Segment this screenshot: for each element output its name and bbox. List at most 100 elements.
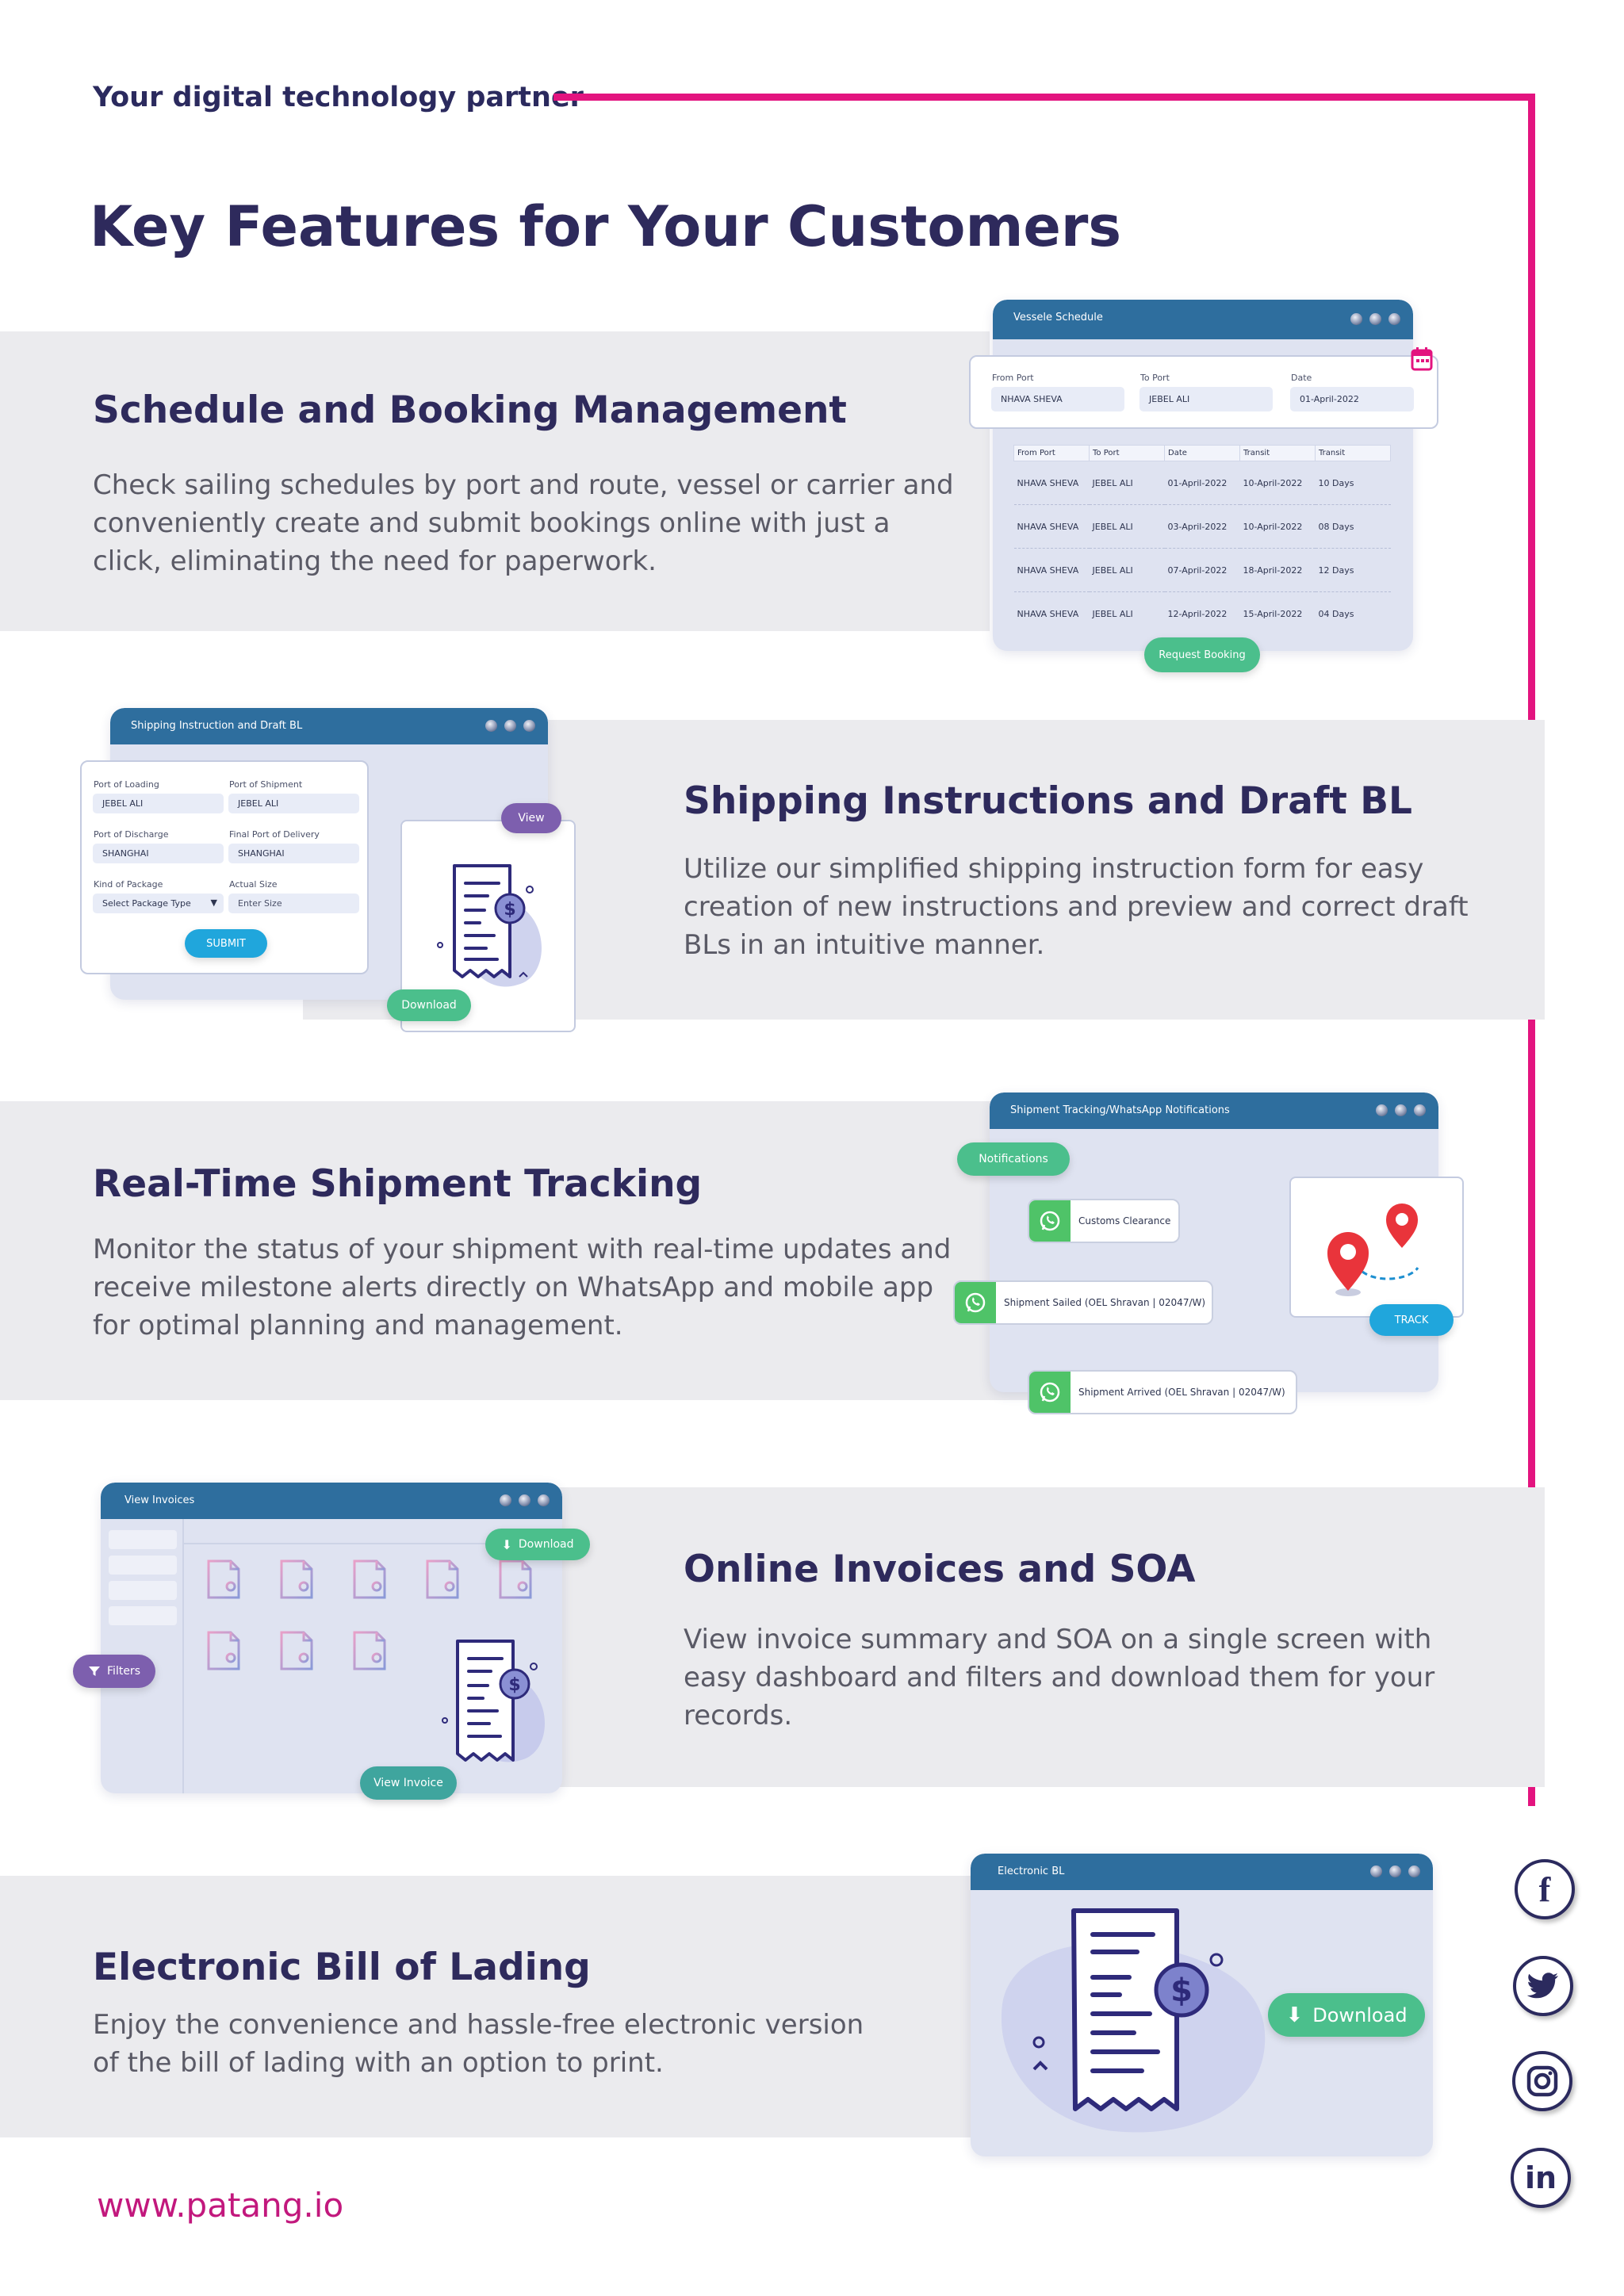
facebook-icon[interactable]: f	[1515, 1859, 1575, 1919]
window-titlebar: Shipment Tracking/WhatsApp Notifications	[990, 1093, 1438, 1129]
page-title: Key Features for Your Customers	[90, 194, 1122, 259]
from-port-input[interactable]: NHAVA SHEVA	[991, 387, 1124, 411]
table-cell: JEBEL ALI	[1089, 548, 1165, 592]
column-header: Date	[1164, 445, 1240, 461]
notification-arrived[interactable]: Shipment Arrived (OEL Shravan | 02047/W)	[1028, 1370, 1297, 1414]
section-band-ebl	[0, 1876, 1031, 2137]
table-cell: 07-April-2022	[1164, 548, 1240, 592]
final-port-label: Final Port of Delivery	[229, 829, 320, 840]
window-dot[interactable]	[1388, 313, 1400, 325]
window-title: Shipment Tracking/WhatsApp Notifications	[1010, 1104, 1230, 1116]
tagline: Your digital technology partner	[93, 82, 584, 113]
sidebar-item[interactable]	[109, 1530, 177, 1549]
window-dot[interactable]	[1389, 1866, 1401, 1877]
window-title: Vessele Schedule	[1013, 312, 1103, 323]
final-port-input[interactable]: SHANGHAI	[228, 844, 359, 863]
download-ebl-button[interactable]: ⬇ Download	[1268, 1993, 1425, 2037]
instagram-icon[interactable]	[1512, 2051, 1572, 2111]
table-cell: NHAVA SHEVA	[1013, 504, 1090, 549]
dropdown-arrow-icon: ▼	[210, 897, 217, 908]
window-controls	[1370, 1866, 1420, 1877]
website-link[interactable]: www.patang.io	[97, 2186, 344, 2225]
column-header: From Port	[1013, 445, 1090, 461]
window-dot[interactable]	[504, 720, 516, 732]
twitter-icon[interactable]	[1513, 1956, 1573, 2016]
window-dot[interactable]	[1370, 1866, 1382, 1877]
download-label: Download	[518, 1538, 574, 1551]
request-booking-button[interactable]: Request Booking	[1144, 637, 1260, 672]
schedule-table-wrap: From Port To Port Date Transit Transit N…	[1013, 445, 1391, 636]
date-label: Date	[1291, 373, 1312, 383]
window-dot[interactable]	[1376, 1104, 1388, 1116]
download-invoices-button[interactable]: ⬇ Download	[485, 1529, 590, 1560]
table-cell: 18-April-2022	[1239, 548, 1316, 592]
sidebar-item[interactable]	[109, 1556, 177, 1575]
window-controls	[1350, 313, 1400, 325]
ebl-receipt-icon: $	[1001, 1908, 1266, 2133]
window-dot[interactable]	[519, 1494, 530, 1506]
section-desc-invoices: View invoice summary and SOA on a single…	[684, 1624, 1435, 1732]
port-of-discharge-input[interactable]: SHANGHAI	[93, 844, 224, 863]
linkedin-icon[interactable]: in	[1511, 2148, 1571, 2208]
table-cell: 12 Days	[1315, 548, 1391, 592]
notification-text: Shipment Sailed (OEL Shravan | 02047/W)	[1004, 1297, 1206, 1308]
view-button[interactable]: View	[501, 803, 561, 833]
table-cell: JEBEL ALI	[1089, 504, 1165, 549]
table-cell: 10-April-2022	[1239, 461, 1316, 505]
table-header-row: From Port To Port Date Transit Transit	[1013, 445, 1391, 461]
table-cell: JEBEL ALI	[1089, 461, 1165, 505]
table-cell: 10-April-2022	[1239, 504, 1316, 549]
window-dot[interactable]	[1395, 1104, 1407, 1116]
table-row[interactable]: NHAVA SHEVA JEBEL ALI 07-April-2022 18-A…	[1013, 548, 1391, 592]
calendar-icon[interactable]	[1410, 346, 1434, 372]
kind-of-package-label: Kind of Package	[94, 879, 163, 890]
port-of-shipment-input[interactable]: JEBEL ALI	[228, 794, 359, 813]
svg-text:$: $	[508, 1675, 520, 1695]
window-dot[interactable]	[485, 720, 497, 732]
port-of-shipment-label: Port of Shipment	[229, 779, 303, 790]
filters-button[interactable]: Filters	[73, 1655, 155, 1688]
table-cell: 10 Days	[1315, 461, 1391, 505]
sidebar-item[interactable]	[109, 1581, 177, 1600]
window-title: Shipping Instruction and Draft BL	[131, 720, 303, 732]
notification-text: Customs Clearance	[1078, 1215, 1171, 1226]
section-desc-shipping: Utilize our simplified shipping instruct…	[684, 853, 1469, 961]
notification-sailed[interactable]: Shipment Sailed (OEL Shravan | 02047/W)	[953, 1280, 1213, 1325]
to-port-input[interactable]: JEBEL ALI	[1139, 387, 1273, 411]
svg-text:$: $	[1170, 1973, 1193, 2009]
window-dot[interactable]	[538, 1494, 550, 1506]
window-dot[interactable]	[1350, 313, 1362, 325]
section-band-schedule	[0, 331, 990, 631]
table-cell: 12-April-2022	[1167, 608, 1228, 619]
download-draft-button[interactable]: Download	[387, 989, 471, 1021]
window-dot[interactable]	[523, 720, 535, 732]
window-dot[interactable]	[1408, 1866, 1420, 1877]
port-of-loading-input[interactable]: JEBEL ALI	[93, 794, 224, 813]
svg-text:$: $	[504, 900, 515, 920]
package-type-select[interactable]: Select Package Type ▼	[93, 894, 224, 913]
actual-size-label: Actual Size	[229, 879, 278, 890]
section-band-tracking	[0, 1101, 1031, 1400]
date-input[interactable]: 01-April-2022	[1290, 387, 1414, 411]
window-dot[interactable]	[1369, 313, 1381, 325]
track-button[interactable]: TRACK	[1369, 1304, 1454, 1336]
actual-size-input[interactable]: Enter Size	[228, 894, 359, 913]
window-dot[interactable]	[500, 1494, 511, 1506]
section-desc-tracking: Monitor the status of your shipment with…	[93, 1234, 952, 1341]
notification-customs[interactable]: Customs Clearance	[1028, 1199, 1180, 1243]
section-desc-schedule: Check sailing schedules by port and rout…	[93, 469, 954, 577]
table-row[interactable]: NHAVA SHEVA JEBEL ALI 12-April-2022 15-A…	[1014, 592, 1391, 636]
table-row[interactable]: NHAVA SHEVA JEBEL ALI 01-April-2022 10-A…	[1013, 461, 1391, 505]
window-dot[interactable]	[1414, 1104, 1426, 1116]
window-titlebar: View Invoices	[101, 1483, 562, 1519]
table-cell: 15-April-2022	[1243, 608, 1303, 619]
section-title-tracking: Real-Time Shipment Tracking	[93, 1162, 703, 1206]
submit-button[interactable]: SUBMIT	[185, 929, 267, 958]
notifications-button[interactable]: Notifications	[957, 1142, 1070, 1176]
section-title-invoices: Online Invoices and SOA	[684, 1548, 1196, 1591]
table-row[interactable]: NHAVA SHEVA JEBEL ALI 03-April-2022 10-A…	[1013, 504, 1391, 549]
view-invoice-button[interactable]: View Invoice	[360, 1766, 457, 1800]
sidebar-item[interactable]	[109, 1606, 177, 1625]
window-controls	[485, 720, 535, 732]
invoice-file-icons[interactable]	[204, 1558, 537, 1685]
